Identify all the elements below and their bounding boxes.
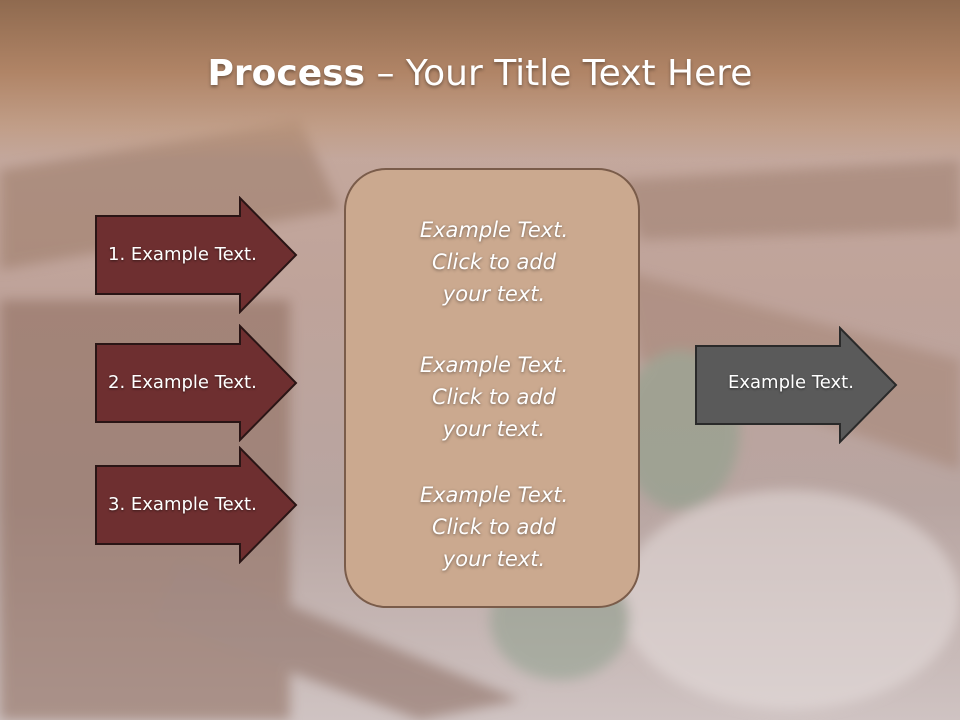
left-arrow-3[interactable] [94,446,300,564]
center-block-1: Example Text. Click to add your text. [346,214,642,310]
center-block-2-line1: Example Text. [419,353,569,377]
center-block-3-line2: Click to add [431,515,556,539]
center-block-1-line1: Example Text. [419,218,569,242]
center-block-3: Example Text. Click to add your text. [346,479,642,575]
title-rest: – Your Title Text Here [365,53,753,94]
left-arrow-3-label: 3. Example Text. [108,494,257,515]
center-block-3-line3: your text. [442,547,546,571]
title-band [0,0,960,160]
center-block-1-line3: your text. [442,282,546,306]
left-arrow-1[interactable] [94,196,300,314]
center-block-2-line3: your text. [442,417,546,441]
right-arrow-label: Example Text. [728,372,854,393]
center-block-3-line1: Example Text. [419,483,569,507]
title-bold: Process [207,53,366,94]
center-block-1-line2: Click to add [431,250,556,274]
left-arrow-2[interactable] [94,324,300,442]
center-block-2-line2: Click to add [431,385,556,409]
left-arrow-1-label: 1. Example Text. [108,244,257,265]
center-block-2: Example Text. Click to add your text. [346,349,642,445]
right-arrow[interactable] [694,326,900,444]
center-text-box[interactable]: Example Text. Click to add your text. Ex… [344,168,640,608]
left-arrow-2-label: 2. Example Text. [108,372,257,393]
slide-title[interactable]: Process – Your Title Text Here [0,50,960,98]
